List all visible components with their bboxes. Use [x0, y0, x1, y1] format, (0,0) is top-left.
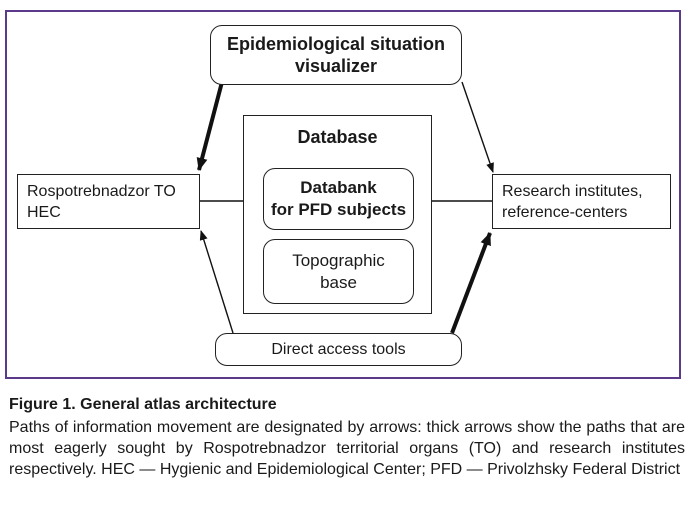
topographic-base-box: Topographic base: [263, 239, 414, 304]
databank-box: Databank for PFD subjects: [263, 168, 414, 230]
rospotrebnadzor-box: Rospotrebnadzor TO HEC: [17, 174, 200, 229]
caption-title: Figure 1. General atlas architecture: [9, 396, 277, 413]
arrow-access-to-rospotrebnadzor: [199, 230, 234, 334]
visualizer-box: Epidemiological situation visualizer: [210, 25, 462, 85]
arrow-visualizer-to-research: [461, 81, 494, 173]
direct-access-tools-box: Direct access tools: [215, 333, 462, 366]
arrow-visualizer-to-rospotrebnadzor: [196, 81, 224, 171]
research-institutes-box: Research institutes, reference-centers: [492, 174, 671, 229]
figure-frame: [5, 10, 681, 379]
database-title: Database: [297, 127, 378, 147]
caption-text: Paths of information movement are design…: [9, 419, 685, 478]
arrow-access-to-research: [450, 232, 492, 334]
